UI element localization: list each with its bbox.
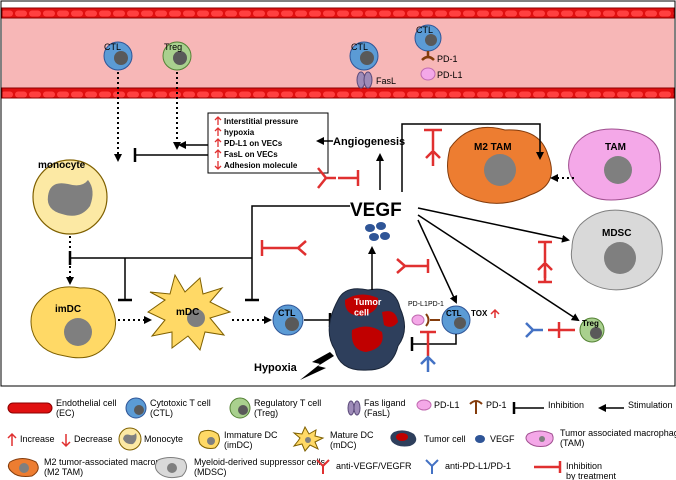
monocyte-cell: monocyte	[32, 159, 108, 235]
ctl-label: CTL	[416, 25, 433, 35]
anti-vegf-antibody-1	[317, 167, 360, 189]
treg-label: Treg	[164, 42, 182, 52]
mdsc-label: MDSC	[602, 228, 631, 239]
effect-up-arrow-icon	[214, 127, 222, 136]
ctl-tox-cell: CTL TOX	[441, 305, 500, 335]
mdsc-cell: MDSC	[570, 209, 663, 291]
effect-down-arrow-icon	[214, 161, 222, 170]
anti-vegf-antibody-2	[424, 128, 442, 166]
ctl-pd1-cell: CTL PD-1 PD-L1	[414, 24, 463, 81]
effect-item: PD-L1 on VECs	[224, 139, 283, 148]
tox-label: TOX	[471, 309, 488, 318]
hypoxia-label: Hypoxia	[254, 362, 298, 374]
tam-label: TAM	[605, 142, 626, 153]
ctl-label: CTL	[446, 309, 462, 318]
anti-vegf-antibody-4	[396, 258, 430, 274]
legend-vegf: VEGF	[490, 434, 515, 444]
legend-fasl: Fas ligand(FasL)	[364, 398, 406, 418]
vegf-dc-inhibition	[68, 205, 350, 302]
effect-item: Adhesion molecule	[224, 161, 298, 170]
mdc-cell: mDC	[147, 273, 232, 352]
imdc-label: imDC	[55, 304, 81, 315]
vegf-mdsc-arrow	[417, 207, 570, 243]
ctl-label: CTL	[104, 42, 121, 52]
tam-cell: TAM	[568, 128, 662, 201]
ctl-fasl-cell: CTL FasL	[349, 41, 396, 89]
ec-legend-swatch	[7, 402, 53, 414]
fasl-label: FasL	[376, 76, 396, 86]
vegf-m2tam-arrow	[401, 123, 544, 192]
treg-label: Treg	[582, 319, 599, 328]
legend-mdsc: Myeloid-derived suppressor cells(MDSC)	[194, 457, 326, 477]
legend-tam: Tumor associated macrophage(TAM)	[560, 428, 676, 448]
hypoxia-indicator: Hypoxia	[254, 352, 334, 380]
legend-increase: Increase	[20, 434, 55, 444]
pdl1-label: PD-L1	[437, 70, 463, 80]
pd1-label: PD-1	[437, 54, 458, 64]
imdc-cell: imDC	[30, 286, 117, 359]
effects-inhibition	[133, 141, 208, 162]
pd1-tumor-label: PD-1	[428, 301, 444, 308]
effect-item: Interstitial pressure	[224, 117, 299, 126]
effect-up-arrow-icon	[214, 138, 222, 147]
ctl-label: CTL	[351, 42, 368, 52]
vegf-molecules	[365, 222, 390, 241]
anti-vegf-antibody-3	[260, 240, 307, 256]
legend-mdc: Mature DC(mDC)	[330, 430, 374, 450]
anti-pd-antibody-1	[420, 330, 436, 372]
treg-cell-right: Treg	[579, 317, 605, 343]
legend-decrease: Decrease	[74, 434, 113, 444]
legend-pd1: PD-1	[486, 400, 507, 410]
blood-vessel	[1, 7, 675, 99]
legend-m2tam: M2 tumor-associated macrophage(M2 TAM)	[44, 457, 181, 477]
legend-inhibition: Inhibition	[548, 400, 584, 410]
anti-pd-antibody-2	[525, 322, 575, 338]
m2-tam-label: M2 TAM	[474, 142, 512, 153]
legend: Endothelial cell(EC) Cytotoxic T cell(CT…	[7, 397, 676, 480]
ctl-label: CTL	[278, 308, 296, 318]
legend-tumor: Tumor cell	[424, 434, 466, 444]
legend-treg: Regulatory T cell(Treg)	[254, 398, 321, 418]
vegf-ctl-arrow	[417, 219, 458, 304]
legend-stimulation: Stimulation	[628, 400, 673, 410]
effect-item: FasL on VECs	[224, 150, 278, 159]
legend-antipd: anti-PD-L1/PD-1	[445, 461, 511, 471]
angiogenesis-label: Angiogenesis	[333, 136, 405, 148]
legend-imdc: Immature DC(imDC)	[224, 430, 278, 450]
ctl-cell-center: CTL	[272, 304, 304, 336]
legend-pdl1: PD-L1	[434, 400, 460, 410]
legend-ctl: Cytotoxic T cell(CTL)	[150, 398, 211, 418]
pd-interaction: PD-L1 PD-1	[408, 301, 444, 327]
effect-up-arrow-icon	[214, 149, 222, 158]
pdl1-tumor-label: PD-L1	[408, 301, 428, 308]
monocyte-label: monocyte	[38, 160, 86, 171]
effect-item: hypoxia	[224, 128, 255, 137]
legend-antivegf: anti-VEGF/VEGFR	[336, 461, 412, 471]
legend-monocyte: Monocyte	[144, 434, 183, 444]
effect-up-arrow-icon	[214, 116, 222, 125]
ctl-cell-vessel: CTL	[103, 41, 133, 71]
legend-ec: Endothelial cell(EC)	[56, 398, 117, 418]
m2-tam-cell: M2 TAM	[447, 126, 552, 204]
vegf-label: VEGF	[350, 200, 402, 221]
treg-cell-vessel: Treg	[162, 41, 192, 71]
mdc-label: mDC	[176, 307, 199, 318]
anti-vegf-antibody-5	[537, 240, 553, 284]
vegf-treg-arrow	[417, 214, 580, 322]
